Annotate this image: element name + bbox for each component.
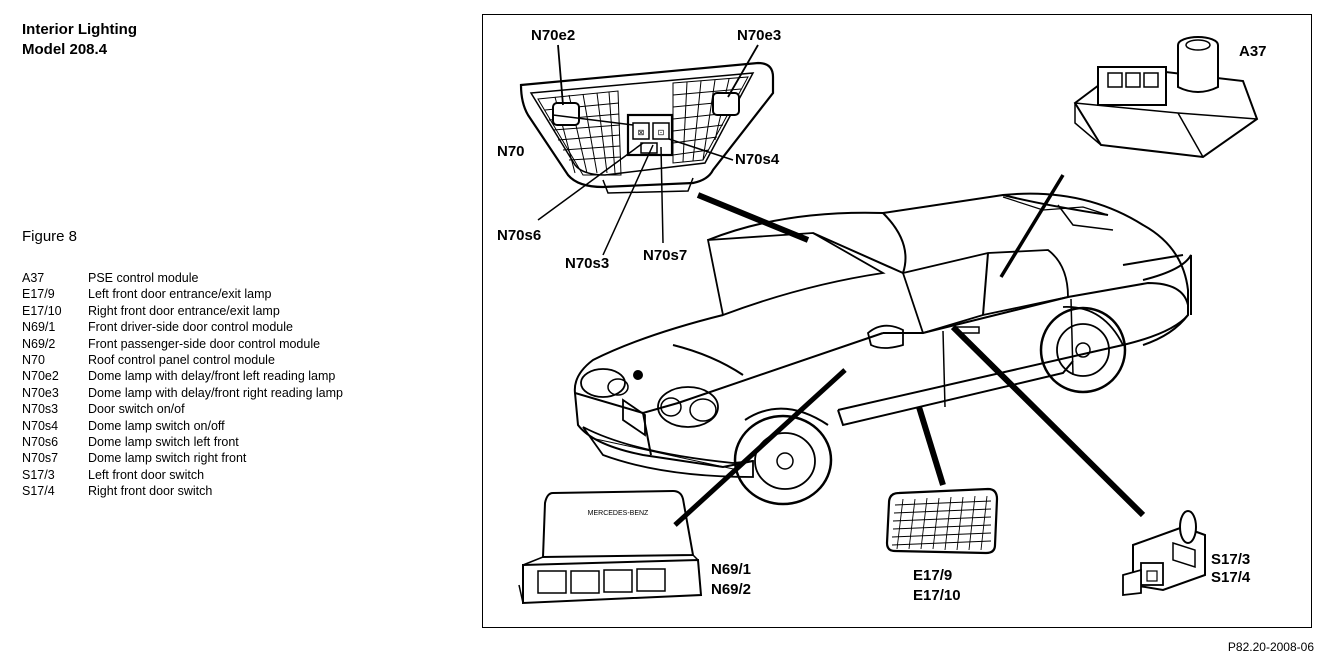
- legend-code: N70s4: [22, 418, 59, 433]
- door-control-module-drawing: MERCEDES-BENZ: [518, 489, 703, 605]
- legend-description: Right front door entrance/exit lamp: [88, 303, 280, 318]
- legend-code: N69/2: [22, 336, 56, 351]
- legend-code: S17/4: [22, 484, 55, 499]
- callout-n69-2: N69/2: [711, 581, 752, 598]
- legend-code: N70e3: [22, 385, 59, 400]
- callout-e17-10: E17/10: [913, 587, 961, 604]
- callout-a37: A37: [1239, 43, 1267, 60]
- car-drawing: [573, 192, 1192, 506]
- legend-row: N70s3 Door switch on/of: [22, 401, 343, 417]
- legend-description: Dome lamp switch left front: [88, 435, 239, 450]
- legend-description: Door switch on/of: [88, 402, 185, 417]
- legend-code: N69/1: [22, 320, 56, 335]
- illustration-frame: ⊠ ⊡: [482, 14, 1312, 628]
- door-switch-drawing: [1122, 510, 1206, 597]
- legend-row: E17/9 Left front door entrance/exit lamp: [22, 286, 343, 302]
- legend-description: Dome lamp switch on/off: [88, 418, 225, 433]
- legend-row: N70e3 Dome lamp with delay/front right re…: [22, 385, 343, 401]
- module-brand-text: MERCEDES-BENZ: [588, 510, 649, 517]
- legend-row: A37 PSE control module: [22, 270, 343, 286]
- legend-row: N70s7 Dome lamp switch right front: [22, 450, 343, 466]
- callout-n70s4: N70s4: [735, 151, 780, 168]
- legend-code: E17/9: [22, 287, 55, 302]
- legend-row: N69/1 Front driver-side door control modu…: [22, 319, 343, 335]
- entrance-lamp-drawing: [885, 487, 999, 555]
- legend-description: Dome lamp with delay/front right reading…: [88, 385, 343, 400]
- callout-n70s3: N70s3: [565, 255, 610, 272]
- svg-text:⊠: ⊠: [638, 128, 645, 137]
- legend-row: N70 Roof control panel control module: [22, 352, 343, 368]
- callout-n69-1: N69/1: [711, 561, 752, 578]
- callout-n70: N70: [497, 143, 525, 160]
- callout-s17-4: S17/4: [1211, 569, 1251, 586]
- legend-row: N70s4 Dome lamp switch on/off: [22, 418, 343, 434]
- callout-n70e3-top: N70e3: [737, 27, 782, 44]
- legend-code: A37: [22, 271, 45, 285]
- legend-description: Left front door entrance/exit lamp: [88, 287, 272, 302]
- legend-description: Front driver-side door control module: [88, 320, 293, 335]
- legend-row: N70e2 Dome lamp with delay/front left rea…: [22, 368, 343, 384]
- legend-description: PSE control module: [88, 271, 199, 285]
- legend-description: Roof control panel control module: [88, 353, 275, 368]
- pse-module-drawing: [1073, 36, 1259, 159]
- legend-row: N69/2 Front passenger-side door control m…: [22, 336, 343, 352]
- illustration-svg: ⊠ ⊡: [518, 36, 1259, 605]
- callout-n70s7: N70s7: [643, 247, 688, 264]
- legend-code: N70: [22, 353, 45, 368]
- svg-text:⊡: ⊡: [658, 128, 665, 137]
- model-text: Model 208.4: [22, 41, 108, 58]
- legend-description: Front passenger-side door control module: [88, 336, 321, 351]
- legend-description: Dome lamp switch right front: [88, 451, 247, 466]
- callout-n70e2: N70e2: [531, 27, 576, 44]
- callout-e17-9: E17/9: [913, 567, 953, 584]
- legend-row: S17/4 Right front door switch: [22, 483, 343, 499]
- legend-description: Dome lamp with delay/front left reading …: [88, 369, 336, 384]
- title-text: Interior Lighting: [22, 21, 137, 38]
- leader-lines: [537, 44, 1146, 527]
- legend-row: S17/3 Left front door switch: [22, 467, 343, 483]
- legend-code: S17/3: [22, 467, 55, 482]
- roof-control-panel-drawing: ⊠ ⊡: [519, 61, 775, 194]
- legend-row: E17/10 Right front door entrance/exit lam…: [22, 303, 343, 319]
- legend-code: N70e2: [22, 369, 59, 384]
- diagram-title: Interior Lighting Model 208.4: [22, 20, 137, 60]
- legend-code: N70s6: [22, 435, 59, 450]
- figure-label: Figure 8: [22, 228, 78, 245]
- legend-row: N70s6 Dome lamp switch left front: [22, 434, 343, 450]
- callout-n70s6: N70s6: [497, 227, 542, 244]
- reference-code: P82.20-2008-06: [1227, 640, 1314, 654]
- legend-code: E17/10: [22, 303, 62, 318]
- legend-code: N70s3: [22, 402, 59, 417]
- legend-description: Left front door switch: [88, 467, 205, 482]
- legend-description: Right front door switch: [88, 484, 213, 499]
- callout-s17-3: S17/3: [1211, 551, 1251, 568]
- legend-code: N70s7: [22, 451, 59, 466]
